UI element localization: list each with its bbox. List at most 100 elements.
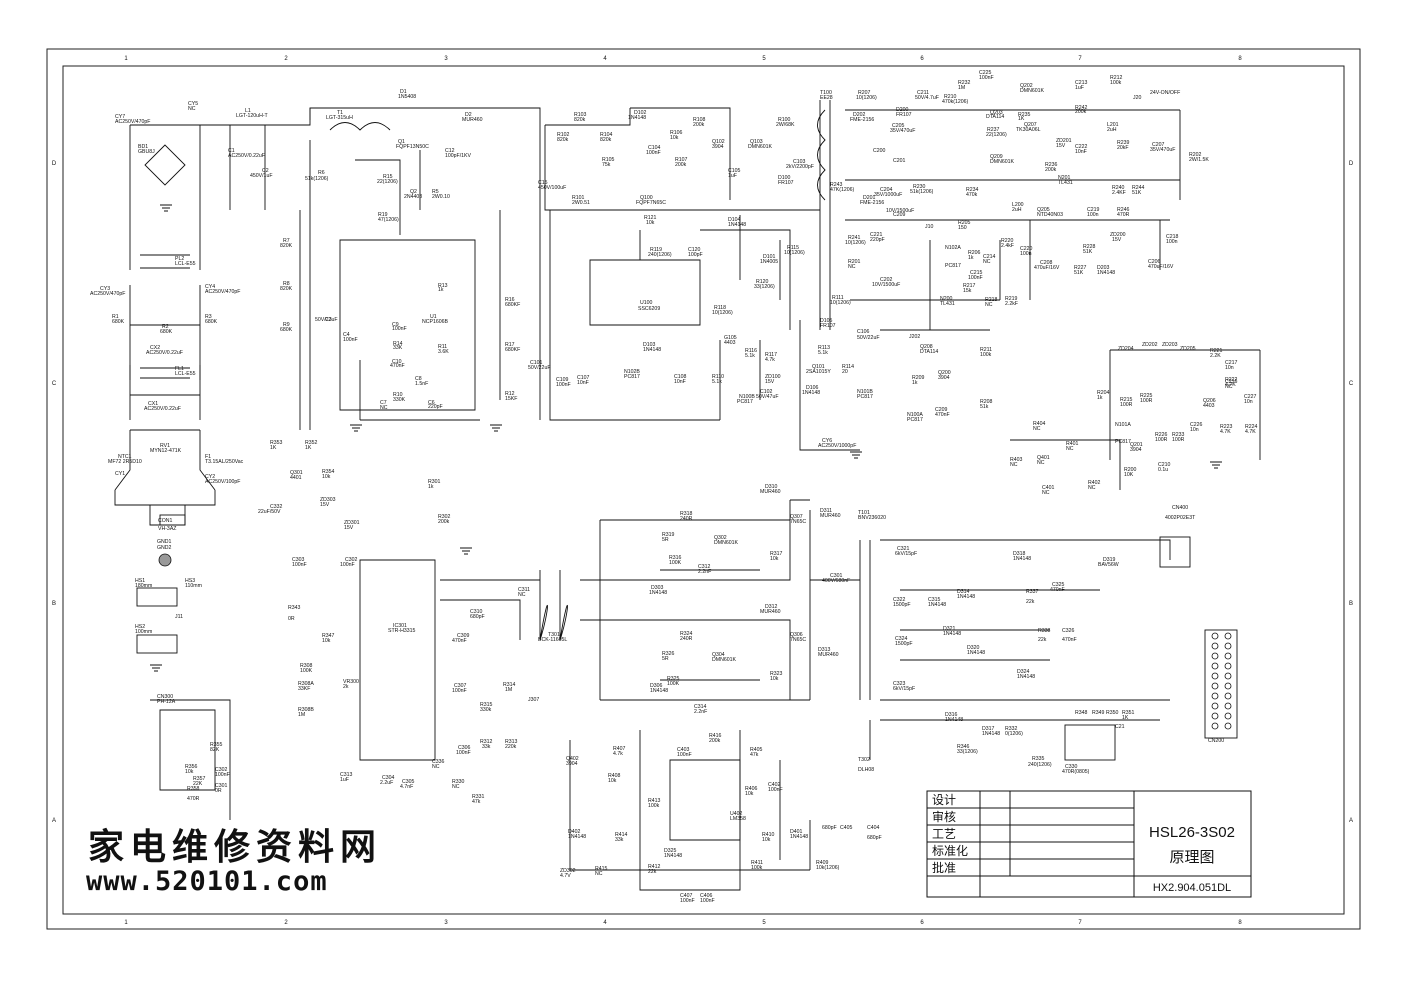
component-label-r210v: 470k(1206) <box>942 99 969 105</box>
component-label-r343v: 0R <box>288 616 295 622</box>
component-label-r1v: 680K <box>112 319 125 325</box>
component-label-vr300: VR300 <box>343 679 359 685</box>
component-label-r16: R16 <box>505 297 515 303</box>
component-label-j20v: 24V-ON/OFF <box>1150 90 1180 96</box>
component-label-r406: R406 <box>745 786 758 792</box>
component-label-d106v: 1N4148 <box>802 390 820 396</box>
component-label-q301v: 4401 <box>290 475 302 481</box>
component-label-d314v: 1N4148 <box>957 594 975 600</box>
component-label-r104v: 820k <box>600 137 612 143</box>
component-label-c303: C303 <box>292 557 305 563</box>
component-label-r354v: 10k <box>322 474 331 480</box>
gnd1-marker <box>158 553 172 567</box>
component-label-d202: D202 <box>853 112 866 118</box>
component-label-r308: R308 <box>300 663 313 669</box>
title-block-row-approval: 批准 <box>932 860 956 875</box>
component-label-c336: C336 <box>432 759 445 765</box>
component-label-r15v: 22(1206) <box>377 179 398 185</box>
component-label-r205v: 150 <box>958 225 967 231</box>
component-label-c302v: 100nF <box>340 562 355 568</box>
component-label-d313: D313 <box>818 647 831 653</box>
component-label-r14v: 33K <box>393 345 403 351</box>
component-label-ntc1v: MF72 2R5D10 <box>108 459 142 465</box>
component-label-r211: R211 <box>980 347 992 353</box>
component-label-r212v: 100k <box>1110 80 1122 86</box>
component-label-q304v: DMN601K <box>712 657 736 663</box>
component-label-j20: J20 <box>1133 95 1141 101</box>
component-label-d2v: MUR460 <box>462 117 483 123</box>
component-label-d401: D401 <box>790 829 803 835</box>
component-label-c323v: 6kV/15pF <box>893 686 915 692</box>
component-label-c209b: C209 <box>935 407 948 413</box>
component-label-c214v: NC <box>983 259 991 265</box>
component-label-d319v: BAV56W <box>1098 562 1119 568</box>
component-label-q203: Q203 <box>990 110 1003 116</box>
component-label-r348: R348 <box>1075 710 1088 716</box>
component-label-c330: C330 <box>1065 764 1078 770</box>
component-label-r346: R346 <box>957 744 970 750</box>
component-label-r15: R15 <box>383 174 393 180</box>
component-label-cy3: CY3 <box>100 286 110 292</box>
component-label-d1v: 1N5408 <box>398 94 416 100</box>
component-label-cx1: CX1 <box>148 401 158 407</box>
component-label-d317: D317 <box>982 726 995 732</box>
component-label-r405v: 47k <box>750 752 759 758</box>
component-label-r120: R120 <box>756 279 769 285</box>
component-label-r5v: 2W0.10 <box>432 194 450 200</box>
component-label-r101v: 2W0.51 <box>572 200 590 206</box>
drawing-frame <box>46 48 1361 930</box>
component-label-r209v: 1k <box>912 380 918 386</box>
component-label-c120: C120 <box>688 247 701 253</box>
component-label-r207v: 10(1206) <box>856 95 877 101</box>
component-label-r102v: 820k <box>557 137 569 143</box>
component-label-c322v: 1500pF <box>893 602 911 608</box>
component-label-c211: C211 <box>917 90 929 96</box>
component-label-r301v: 1k <box>428 484 434 490</box>
component-label-c321: C321 <box>897 546 910 552</box>
component-label-r7: R7 <box>283 238 290 244</box>
component-label-r332: R332 <box>1005 726 1018 732</box>
component-label-c209bv: 470nF <box>935 412 950 418</box>
component-label-r319v: 5R <box>662 537 669 543</box>
component-label-u1v: NCP1606B <box>422 319 448 325</box>
component-label-q101v: 2SA1015Y <box>806 369 831 375</box>
component-label-r6v: 51k(1206) <box>305 176 329 182</box>
component-label-r219v: 2.2kF <box>1005 301 1018 307</box>
component-label-n101b: N101B <box>857 389 873 395</box>
component-label-q304: Q304 <box>712 652 725 658</box>
component-label-r108: R108 <box>693 117 706 123</box>
component-label-r408v: 10k <box>608 778 617 784</box>
component-label-r314v: 1M <box>505 687 512 693</box>
watermark-chinese: 家电维修资料网 <box>88 826 383 868</box>
component-label-ntc1: NTC1 <box>118 454 132 460</box>
component-label-q301: Q301 <box>290 470 303 476</box>
component-label-r323: R323 <box>770 671 783 677</box>
component-label-r350: R350 <box>1106 710 1119 716</box>
component-label-r116: R116 <box>745 348 757 354</box>
component-label-d303: D303 <box>651 585 664 591</box>
watermark-url[interactable]: www.520101.com <box>86 866 328 897</box>
component-label-c102: C102 <box>760 389 773 395</box>
component-label-c405: C405 <box>840 825 853 831</box>
component-label-r326: R326 <box>662 651 675 657</box>
component-label-q205v: NTD40N03 <box>1037 212 1063 218</box>
component-label-r16v: 680KF <box>505 302 520 308</box>
component-label-r319: R319 <box>662 532 675 538</box>
component-label-r314: R314 <box>503 682 516 688</box>
component-label-r202v: 2W/1.5K <box>1189 157 1209 163</box>
component-label-r301: R301 <box>428 479 441 485</box>
component-label-c404v: 680pF <box>867 835 882 841</box>
component-label-cy7: CY7 <box>115 114 125 120</box>
component-label-r335: R335 <box>1032 756 1045 762</box>
component-label-r222: R222 <box>1225 377 1238 383</box>
component-label-r308a: R308A <box>298 681 314 687</box>
column-mark-6-bottom: 6 <box>920 920 924 926</box>
component-label-c227v: 10n <box>1244 399 1253 405</box>
component-label-r221v: 2.2K <box>1210 353 1221 359</box>
component-label-r17: R17 <box>505 342 515 348</box>
component-label-d318v: 1N4148 <box>1013 556 1031 562</box>
component-label-r317v: 10k <box>770 556 779 562</box>
component-label-c301bv: 0R <box>215 788 222 794</box>
component-label-c217: C217 <box>1225 360 1238 366</box>
